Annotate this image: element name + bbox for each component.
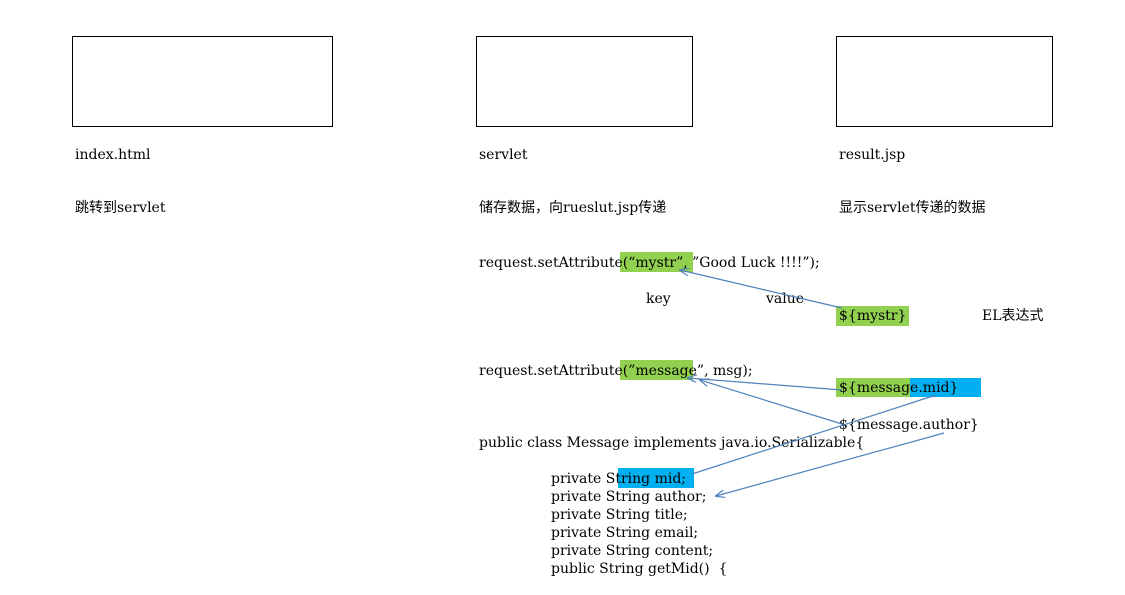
- highlight-mystr-key: [620, 252, 693, 272]
- arrow-message: [688, 378, 843, 391]
- arrow-mid-to-field: [691, 394, 937, 475]
- highlight-field-mid: [618, 468, 694, 488]
- el-mystr: ${mystr}: [839, 308, 907, 324]
- code-field-title: private String title;: [551, 507, 688, 523]
- arrow-author-to-message: [700, 380, 843, 425]
- index-box: [72, 36, 333, 127]
- result-title: result.jsp: [839, 147, 906, 163]
- servlet-desc: 储存数据，向rueslut.jsp传递: [479, 200, 667, 216]
- result-desc: 显示servlet传递的数据: [839, 200, 986, 216]
- highlight-el-message: [836, 378, 910, 397]
- code-field-mid: private String mid;: [551, 471, 686, 487]
- arrow-author-to-field: [716, 432, 945, 496]
- highlight-message-key: [620, 360, 693, 380]
- index-desc: 跳转到servlet: [75, 200, 166, 216]
- code-field-email: private String email;: [551, 525, 699, 541]
- code-set-mystr: request.setAttribute(“mystr”, ”Good Luck…: [479, 255, 820, 271]
- el-message-author: ${message.author}: [839, 417, 979, 433]
- arrow-mystr: [680, 270, 843, 309]
- highlight-el-mid: [910, 378, 981, 397]
- code-set-message: request.setAttribute(”message”, msg);: [479, 363, 753, 379]
- key-label: key: [646, 291, 671, 307]
- value-label: value: [766, 291, 805, 307]
- code-method-getmid: public String getMid() {: [551, 561, 728, 577]
- highlight-el-mystr: [836, 306, 909, 326]
- servlet-box: [476, 36, 693, 127]
- index-title: index.html: [75, 147, 151, 163]
- code-field-author: private String author;: [551, 489, 707, 505]
- result-box: [836, 36, 1053, 127]
- code-field-content: private String content;: [551, 543, 714, 559]
- code-class-decl: public class Message implements java.io.…: [479, 435, 865, 451]
- el-label: EL表达式: [982, 308, 1044, 324]
- servlet-title: servlet: [479, 147, 528, 163]
- el-message-mid: ${message.mid}: [839, 380, 959, 396]
